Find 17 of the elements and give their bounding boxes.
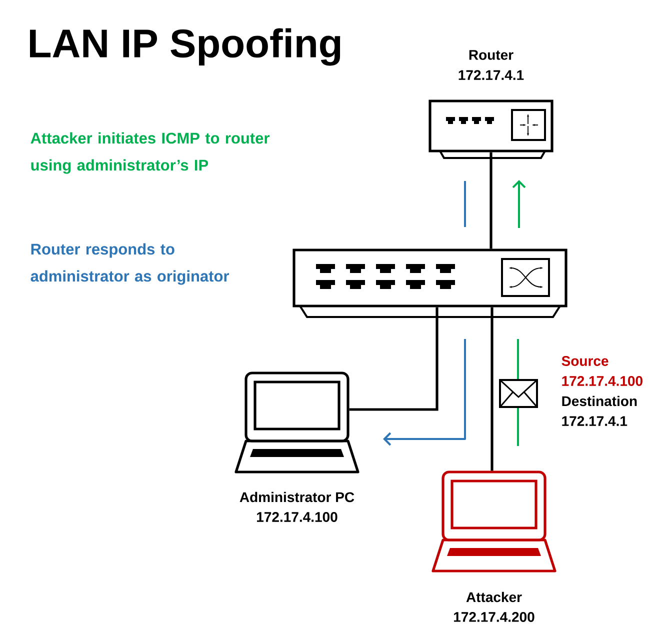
cable: [490, 152, 492, 249]
title: LAN IP Spoofing: [30, 28, 340, 66]
switch-drawing: [292, 248, 568, 318]
device-label: 172.17.4.200: [454, 612, 534, 622]
note: Router responds to administrator as originator: [30, 243, 230, 285]
device-label: 172.17.4.1: [458, 70, 524, 80]
packet-label: Destination: [562, 396, 637, 406]
device-label: Administrator PC: [240, 492, 354, 502]
cable: [490, 307, 494, 471]
device-label: Router: [469, 50, 514, 60]
packet-label: 172.17.4.100: [562, 376, 642, 386]
device-label: Attacker: [466, 592, 522, 602]
cable: [349, 307, 438, 411]
device-label: 172.17.4.100: [257, 512, 338, 522]
packet-label: Source: [562, 356, 608, 366]
note: Attacker initiates ICMP to router using administrator’s IP: [30, 132, 270, 174]
packet-label: 172.17.4.1: [562, 416, 628, 426]
